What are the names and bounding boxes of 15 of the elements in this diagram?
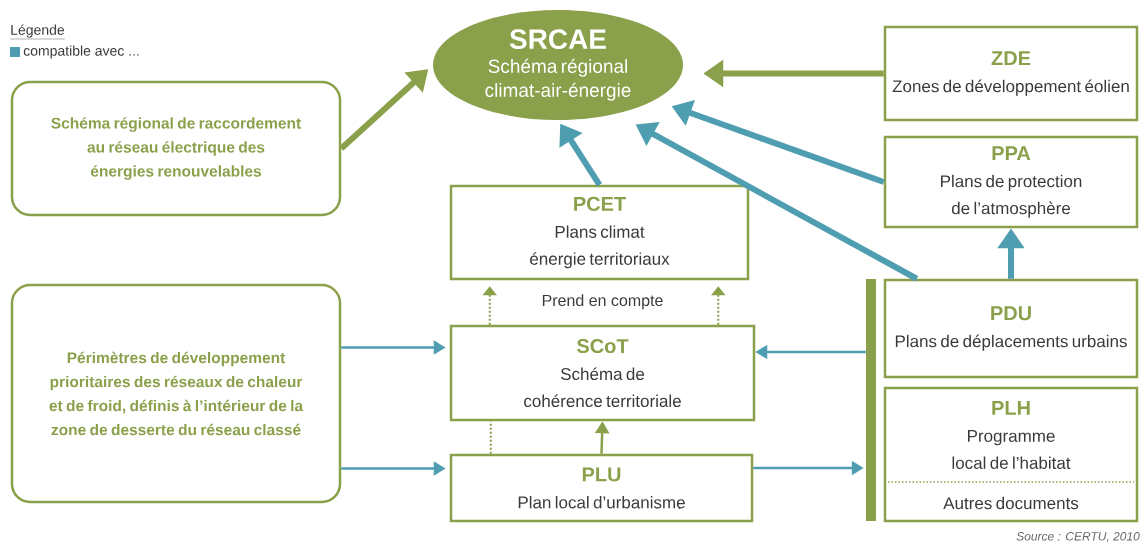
legend-text: compatible avec ...	[23, 45, 139, 59]
document-box: PCET Plans climat énergie territoriaux	[449, 184, 750, 281]
document-box: PLH Programme local de l’habitat Autres documents	[883, 386, 1139, 523]
rounded-box: Périmètres de développement prioritaires des réseaux de chaleur et de froid, définis à l’intérieur de la zone de desserte du réseau classé	[10, 283, 342, 504]
document-box: ZDE Zones de développement éolien	[883, 25, 1139, 122]
ellipse-node: SRCAE Schéma régional climat-air-énergie	[433, 10, 683, 120]
edge-label: Prend en compte	[539, 292, 666, 312]
source-note: Source : CERTU, 2010	[1016, 532, 1140, 542]
document-box: PLU Plan local d’urbanisme	[449, 453, 754, 523]
rounded-box: Schéma régional de raccordement au réseau électrique des énergies renouvelables	[10, 80, 342, 217]
vertical-bar	[866, 279, 876, 521]
document-box: SCoT Schéma de cohérence territoriale	[449, 324, 756, 422]
document-box: PPA Plans de protection de l’atmosphère	[883, 135, 1139, 229]
legend-heading: Légende	[10, 24, 65, 40]
document-box: PDU Plans de déplacements urbains	[883, 278, 1139, 379]
